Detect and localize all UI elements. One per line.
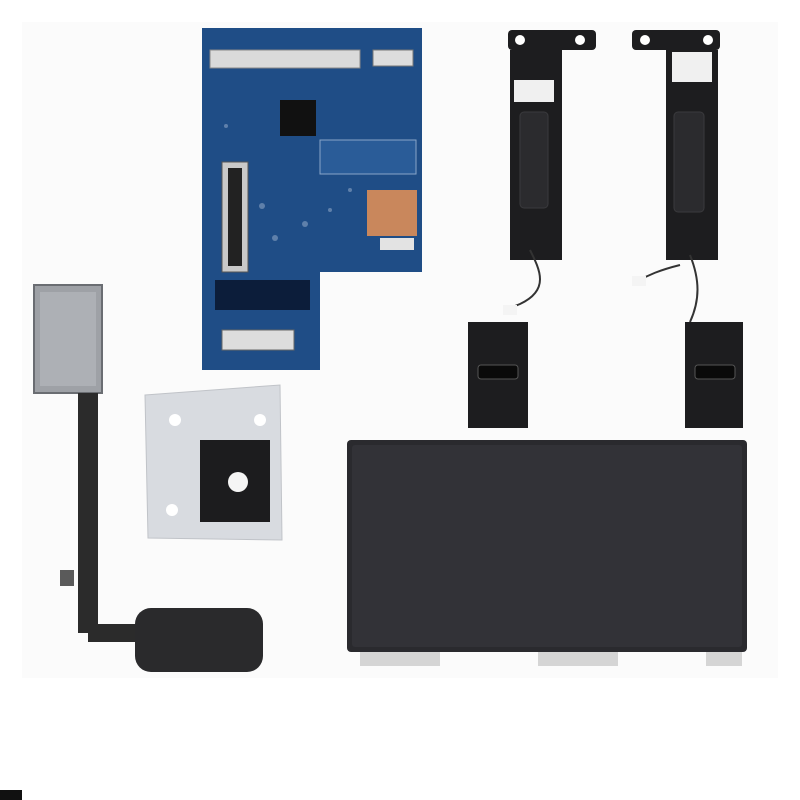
corner-mark [0, 790, 22, 800]
